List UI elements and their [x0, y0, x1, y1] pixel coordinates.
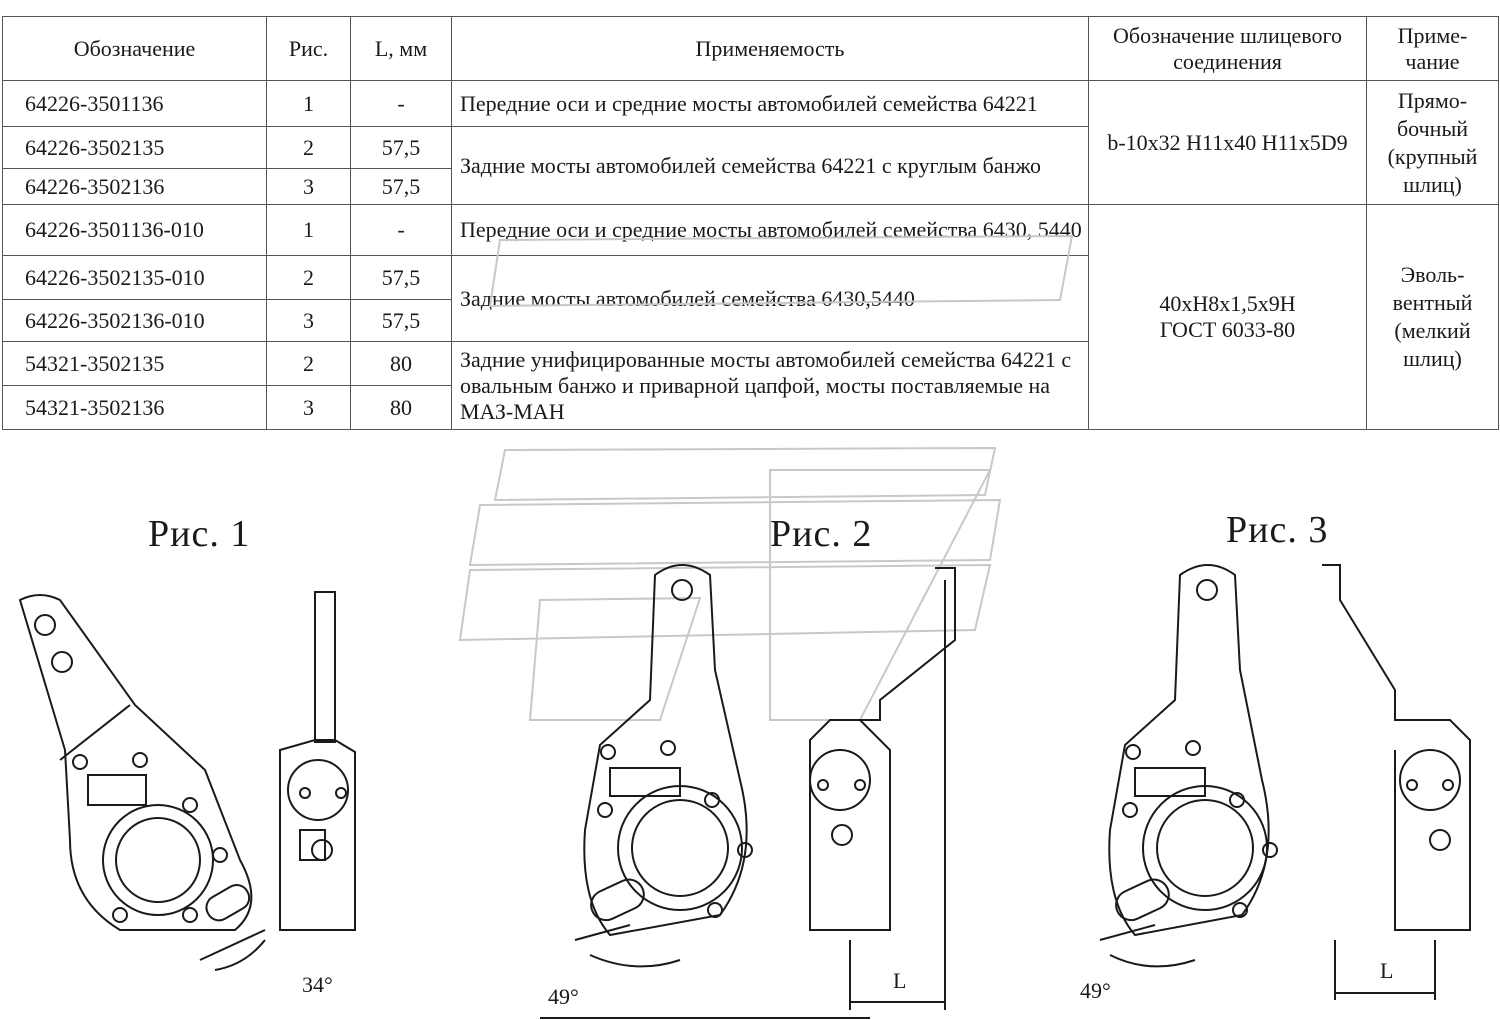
note-line: бочный	[1396, 115, 1469, 141]
header-note: Приме-чание	[1366, 16, 1499, 81]
table-row: 64226-3502136-010 3 57,5	[2, 299, 1499, 342]
fig1-drawing	[18, 591, 356, 971]
cell-applicability: Задние мосты автомобилей семейства 64221…	[451, 126, 1089, 205]
table-row: 64226-3501136-010 1 - Передние оси и сре…	[2, 204, 1499, 430]
fig3-angle-label: 49°	[1080, 978, 1111, 1003]
cell-applicability: Задние унифицированные мосты автомобилей…	[451, 341, 1089, 430]
cell-length: 57,5	[350, 168, 452, 205]
header-code: Обозначение	[2, 16, 267, 81]
spec-table: Обозначение Рис. L, мм Применяемость Обо…	[2, 16, 1499, 430]
note-line: Прямо-	[1397, 87, 1468, 113]
fig3-drawing	[1099, 564, 1471, 1000]
note-line: шлиц)	[1403, 346, 1462, 371]
table-row: 64226-3502136 3 57,5	[2, 168, 1499, 205]
spline-line: 40xH8x1,5x9H	[1159, 291, 1296, 316]
cell-note: Эволь- вентный (мелкий шлиц)	[1366, 204, 1499, 430]
cell-applicability: Передние оси и средние мосты автомобилей…	[451, 80, 1089, 127]
spline-line: ГОСТ 6033-80	[1159, 317, 1296, 342]
cell-length: 80	[350, 385, 452, 430]
table-row: 64226-3502135 2 57,5 Задние мосты автомо…	[2, 126, 1499, 205]
note-line: вентный	[1392, 290, 1473, 315]
cell-fig: 3	[266, 385, 351, 430]
cell-length: 57,5	[350, 255, 452, 300]
cell-code: 64226-3502135-010	[2, 255, 267, 300]
cell-spline: 40xH8x1,5x9H ГОСТ 6033-80	[1088, 204, 1367, 430]
note-line: шлиц)	[1403, 171, 1462, 197]
cell-fig: 1	[266, 80, 351, 127]
fig1-angle-label: 34°	[302, 972, 333, 997]
cell-applicability: Задние мосты автомобилей семейства 6430,…	[451, 255, 1089, 342]
table-row: 64226-3501136 1 - Передние оси и средние…	[2, 80, 1499, 205]
table-row: 54321-3502136 3 80	[2, 385, 1499, 430]
fig2-drawing	[540, 564, 956, 1019]
fig1-title: Рис. 1	[148, 513, 251, 555]
fig3-title: Рис. 3	[1226, 509, 1329, 551]
note-line: (мелкий	[1394, 318, 1471, 343]
cell-code: 64226-3502136	[2, 168, 267, 205]
cell-code: 54321-3502136	[2, 385, 267, 430]
table-row: 64226-3502135-010 2 57,5 Задние мосты ав…	[2, 255, 1499, 342]
fig2-length-label: L	[893, 968, 907, 993]
cell-applicability: Передние оси и средние мосты автомобилей…	[451, 204, 1089, 256]
fig2-title: Рис. 2	[770, 513, 873, 555]
cell-code: 64226-3502136-010	[2, 299, 267, 342]
header-length: L, мм	[350, 16, 452, 81]
cell-fig: 2	[266, 341, 351, 386]
header-fig: Рис.	[266, 16, 351, 81]
note-line: Эволь-	[1400, 262, 1465, 287]
fig3-length-label: L	[1380, 958, 1394, 983]
cell-length: 57,5	[350, 126, 452, 169]
cell-note: Прямо- бочный (крупный шлиц)	[1366, 80, 1499, 205]
cell-length: 57,5	[350, 299, 452, 342]
fig2-angle-label: 49°	[548, 984, 579, 1009]
cell-code: 64226-3502135	[2, 126, 267, 169]
cell-length: -	[350, 80, 452, 127]
cell-fig: 3	[266, 299, 351, 342]
cell-code: 64226-3501136-010	[2, 204, 267, 256]
note-line: (крупный	[1387, 143, 1478, 169]
cell-code: 54321-3502135	[2, 341, 267, 386]
cell-fig: 2	[266, 126, 351, 169]
watermark-logo	[458, 234, 1074, 721]
